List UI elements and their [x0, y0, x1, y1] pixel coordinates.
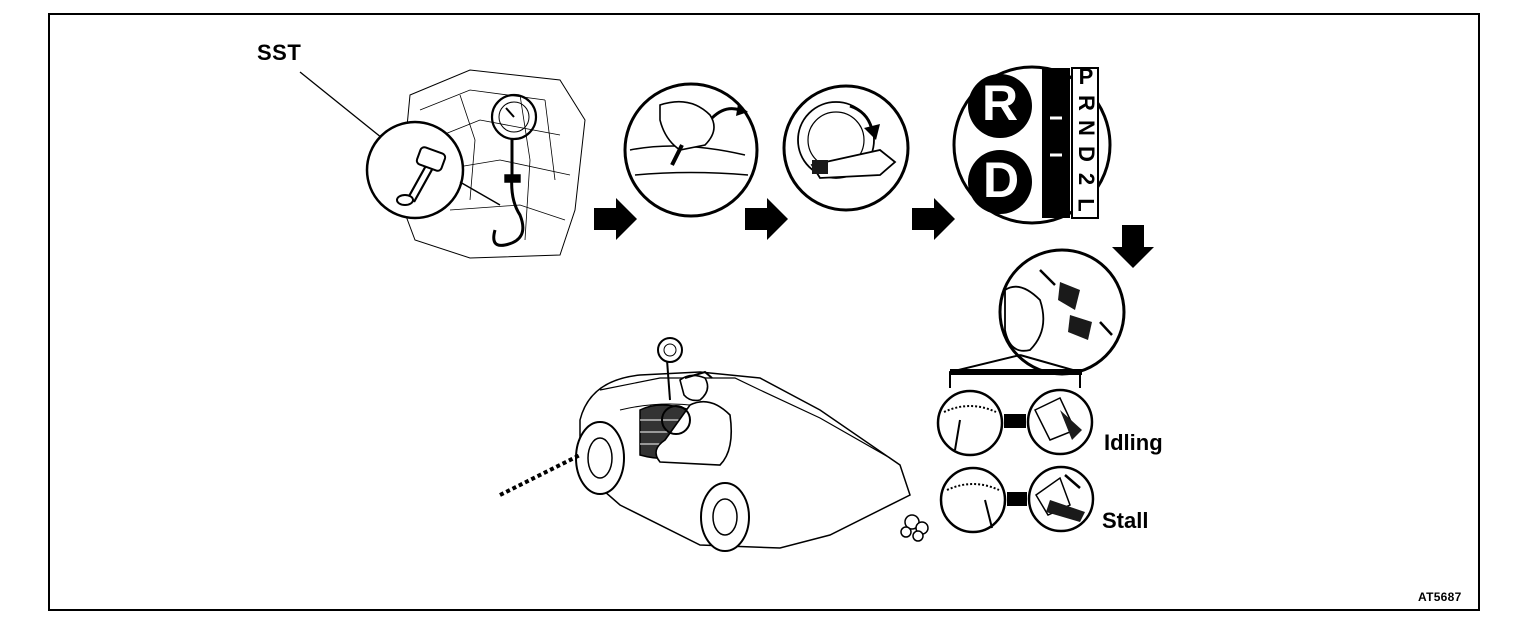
- flow-arrows: [594, 198, 1154, 268]
- parking-brake-circle: [623, 82, 759, 218]
- exhaust-puff: [900, 514, 929, 542]
- pedals-circle: [998, 248, 1126, 376]
- arrow-down: [1112, 225, 1154, 268]
- tow-chain: [499, 453, 581, 497]
- transmission-gauge-illustration: [399, 69, 586, 259]
- stall-gauges: [939, 465, 1095, 534]
- idling-gauges: [936, 388, 1094, 457]
- figure-code-label: AT5687: [1418, 590, 1462, 604]
- selector-gate-bar: [1042, 68, 1070, 218]
- drive-disc: [968, 150, 1032, 214]
- gate-position-2: 2: [1074, 173, 1099, 186]
- gate-position-p: P: [1078, 64, 1094, 89]
- gate-position-n: N: [1073, 120, 1099, 137]
- idling-label: Idling: [1104, 430, 1163, 455]
- arrow-3: [912, 198, 955, 240]
- arrow-1: [594, 198, 637, 240]
- result-bracket: [949, 354, 1082, 388]
- car-illustration: [575, 337, 911, 552]
- figure-frame: [48, 13, 1480, 611]
- selector-drive-letter: D: [982, 152, 1020, 208]
- selector-circle: [952, 65, 1112, 225]
- arrow-2: [745, 198, 788, 240]
- ignition-key-circle: [782, 84, 910, 212]
- sst-detail-circle: [365, 120, 501, 220]
- gate-position-d: D: [1073, 145, 1099, 162]
- gate-position-l: L: [1073, 198, 1099, 212]
- sst-label: SST: [257, 40, 302, 65]
- gate-position-r: R: [1073, 94, 1099, 111]
- reverse-disc: [968, 74, 1032, 138]
- stall-label: Stall: [1102, 508, 1149, 533]
- sst-leader-line: [299, 71, 383, 139]
- selector-position-strip: P R N D 2 L: [1073, 64, 1099, 216]
- selector-reverse-letter: R: [981, 75, 1019, 131]
